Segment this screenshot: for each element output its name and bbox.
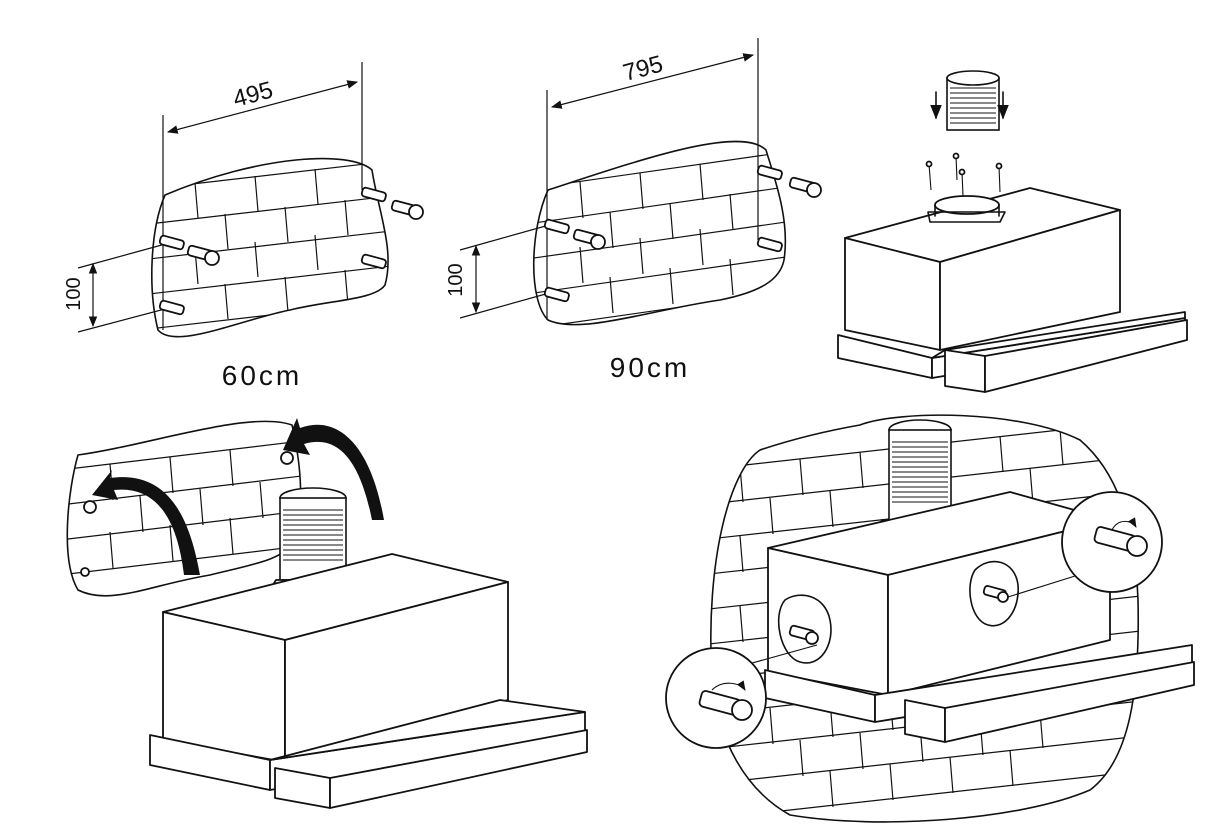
width-dimension-label: 495 (230, 77, 276, 113)
down-arrow-icon (930, 91, 1009, 120)
size-caption: 90cm (610, 352, 690, 383)
size-caption: 60cm (222, 360, 302, 391)
cooker-hood (837, 187, 1188, 393)
screw-icon (80, 451, 294, 577)
secure-hood-panel (665, 414, 1195, 823)
width-dimension-label: 795 (620, 51, 666, 87)
screw-detail-icon (665, 491, 1163, 749)
screw-icon (572, 176, 822, 250)
height-dimension-label: 100 (63, 277, 85, 310)
wall-panel-60cm: 495 100 60cm (63, 62, 424, 391)
curved-arrow-icon (92, 418, 384, 575)
small-screw-icon (925, 152, 1003, 197)
height-dimension-label: 100 (445, 263, 467, 296)
wall-panel-90cm: 795 100 90cm (445, 38, 822, 383)
screw-icon (186, 199, 424, 266)
cooker-hood (149, 487, 588, 809)
duct-icon (946, 70, 1000, 131)
hang-hood-panel (66, 418, 588, 809)
brick-pattern (151, 159, 389, 331)
cooker-hood (764, 419, 1195, 743)
brick-pattern (533, 149, 786, 325)
wall-plug-icon (158, 186, 387, 316)
wall-plug-icon (543, 164, 783, 303)
duct-attachment-panel (837, 70, 1188, 393)
